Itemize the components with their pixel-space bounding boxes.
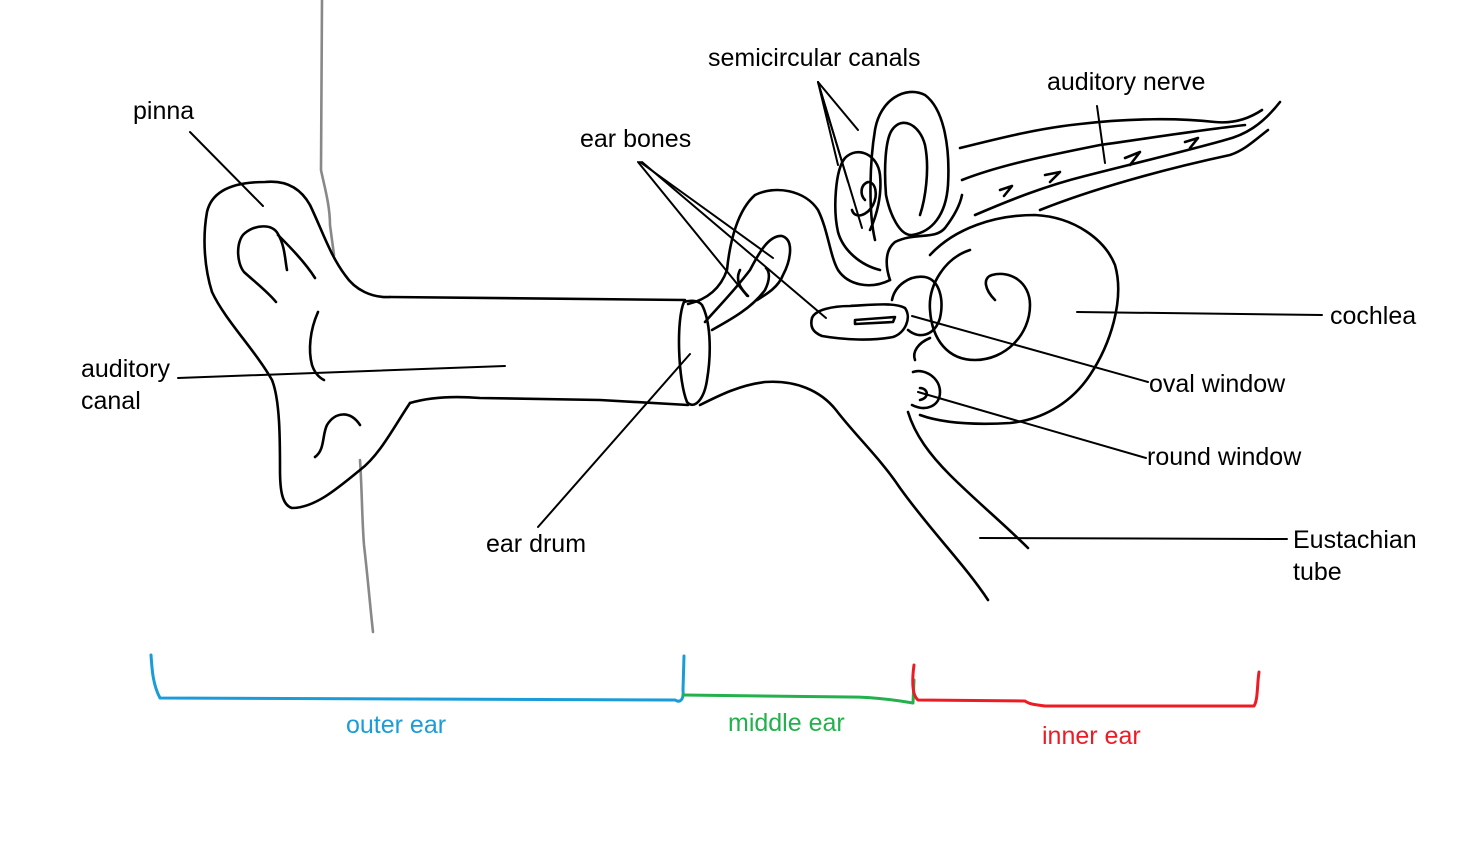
auditory-nerve-lower	[973, 100, 1282, 217]
auditory-nerve-fiber-a	[960, 123, 1247, 182]
auditory-canal-label-line1: auditory	[81, 355, 170, 383]
ear-bones-leader-c	[641, 161, 827, 319]
oval-window-label: oval window	[1149, 370, 1286, 398]
stapes-footplate	[853, 315, 897, 326]
eustachian-leader	[979, 537, 1288, 540]
cochlea-leader	[1076, 311, 1323, 316]
pinna-fold-a	[276, 233, 317, 280]
cochlea-spiral	[928, 248, 1032, 362]
oval-window-leader	[911, 315, 1149, 383]
pinna-lobe-fold	[313, 413, 362, 459]
auditory-nerve-fiber-b	[998, 136, 1200, 198]
auditory-nerve-label: auditory nerve	[1047, 68, 1205, 96]
auditory-canal-label-line2: canal	[81, 387, 141, 415]
oval-window-ring	[890, 275, 943, 337]
round-window-label: round window	[1147, 443, 1302, 471]
ear-bones-label: ear bones	[580, 125, 691, 153]
stapes-bone	[810, 303, 910, 341]
semicircular-canal-inner	[850, 180, 878, 217]
semicircular-leader-a	[817, 81, 859, 131]
pinna-outline	[203, 180, 412, 510]
outer-ear-label: outer ear	[346, 711, 446, 739]
middle-ear-label: middle ear	[728, 709, 845, 737]
cochlea-label: cochlea	[1330, 302, 1416, 330]
auditory-nerve-upper	[958, 108, 1264, 150]
middle-ear-bracket	[681, 678, 916, 705]
round-window-leader	[917, 391, 1147, 459]
auditory-nerve-lower-branch	[1038, 128, 1270, 212]
inner-ear-bracket	[911, 663, 1261, 708]
ear-drum-leader	[537, 353, 691, 528]
pinna-label: pinna	[133, 97, 194, 125]
head-outline-lower	[358, 458, 375, 634]
auditory-nerve-leader	[1096, 105, 1106, 164]
round-window-ring	[910, 369, 942, 410]
semicircular-canals-label: semicircular canals	[708, 44, 921, 72]
ear-drum-label: ear drum	[486, 530, 586, 558]
semicircular-leader-c	[817, 81, 863, 229]
pinna-inner-helix	[236, 225, 289, 304]
cochlea-outline	[918, 213, 1120, 426]
eustachian-tube-label-line1: Eustachian	[1293, 526, 1417, 554]
eustachian-inner-wall	[906, 410, 1030, 550]
malleus-bone	[703, 234, 792, 324]
pinna-fold-b	[308, 310, 326, 382]
inner-ear-label: inner ear	[1042, 722, 1141, 750]
outer-ear-bracket	[149, 653, 686, 703]
eustachian-tube-label-line2: tube	[1293, 558, 1342, 586]
semicircular-leader-d	[817, 81, 839, 166]
semicircular-canal-outer	[869, 90, 950, 242]
semicircular-canal-middle	[834, 151, 882, 272]
pinna-leader	[189, 131, 264, 207]
ear-bones-leader-a	[637, 161, 748, 297]
middle-ear-floor	[698, 380, 990, 602]
canal-top	[388, 295, 687, 302]
head-outline-upper	[319, 0, 336, 257]
vestibule	[885, 193, 964, 282]
cochlea-window-gap	[912, 336, 932, 362]
ear-drum-shape	[677, 299, 712, 407]
auditory-canal-leader	[177, 365, 506, 379]
canal-bottom	[408, 395, 690, 407]
